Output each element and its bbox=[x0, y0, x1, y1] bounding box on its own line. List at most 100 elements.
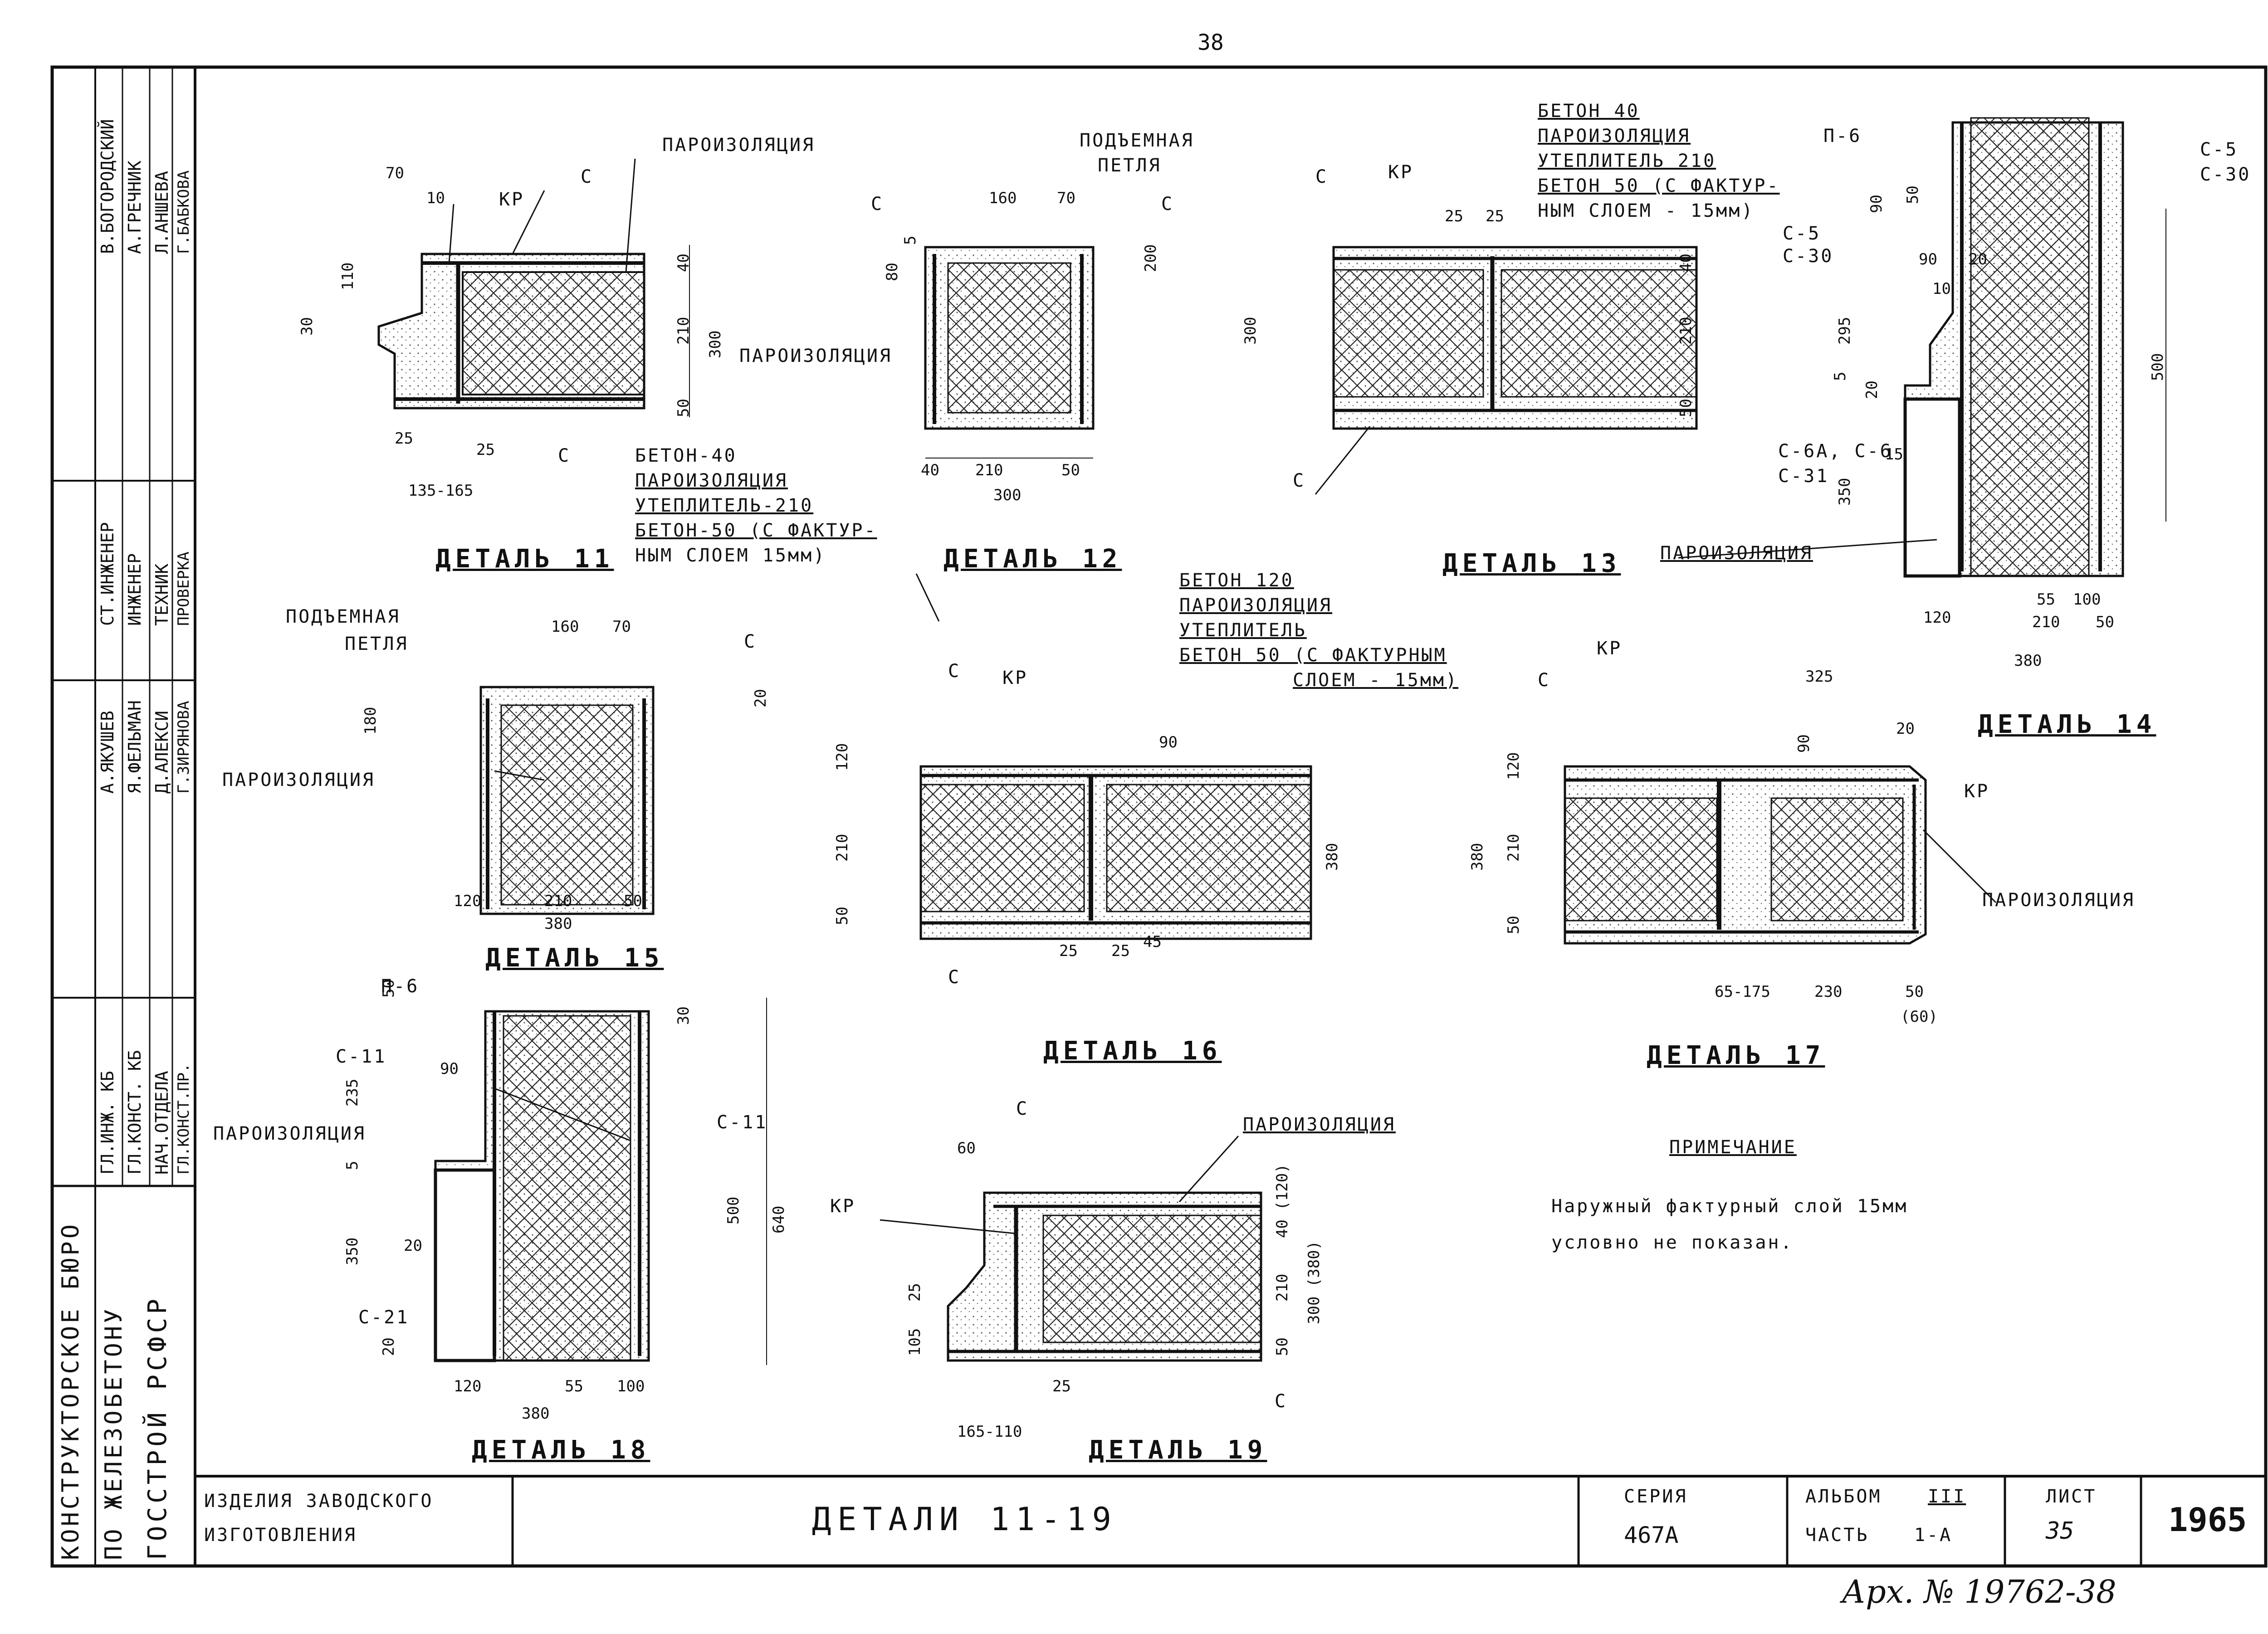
d11-layer-1: БЕТОН-40 bbox=[635, 445, 737, 466]
d13-vapor-label: ПАРОИЗОЛЯЦИЯ bbox=[1660, 543, 1813, 564]
d14-dim: 380 bbox=[2014, 652, 2042, 670]
d15-dim: 160 bbox=[551, 618, 579, 636]
d18-dim: 55 bbox=[565, 1377, 583, 1395]
d16-layer-3: УТЕПЛИТЕЛЬ bbox=[1179, 620, 1307, 641]
d14-label: С-31 bbox=[1778, 466, 1829, 487]
detail-14-title: ДЕТАЛЬ 14 bbox=[1978, 710, 2156, 739]
d17-dim: 380 bbox=[1468, 843, 1486, 871]
detail-16-title: ДЕТАЛЬ 16 bbox=[1043, 1036, 1222, 1066]
series-label: СЕРИЯ bbox=[1624, 1486, 1688, 1507]
d13-dim: 25 bbox=[1445, 207, 1463, 225]
d14-dim: 55 bbox=[2037, 590, 2055, 609]
d18-label: С-11 bbox=[336, 1046, 387, 1067]
d19-dim: 210 bbox=[1273, 1273, 1291, 1302]
d19-dim: 40 (120) bbox=[1273, 1164, 1291, 1238]
d14-label: С-6А, С-6 bbox=[1778, 441, 1893, 462]
d13-kr-label: КР bbox=[1388, 162, 1414, 183]
d11-dim: 25 bbox=[395, 429, 413, 448]
d11-layer-4: БЕТОН-50 (С ФАКТУР- bbox=[635, 520, 877, 541]
d17-dim: 65-175 bbox=[1715, 983, 1770, 1001]
album-label: АЛЬБОМ bbox=[1805, 1486, 1882, 1507]
d18-label: С-11 bbox=[717, 1112, 768, 1133]
d16-layer-4: БЕТОН 50 (С ФАКТУРНЫМ bbox=[1179, 645, 1447, 666]
d16-layer-1: БЕТОН 120 bbox=[1179, 570, 1294, 591]
d15-dim: 180 bbox=[362, 707, 380, 735]
d18-label: П-6 bbox=[381, 976, 420, 997]
d11-layer-3: УТЕПЛИТЕЛЬ-210 bbox=[635, 495, 814, 516]
role-right-2: ИНЖЕНЕР bbox=[125, 553, 145, 626]
d15-dim: 20 bbox=[752, 689, 770, 707]
d19-dim: 60 bbox=[957, 1139, 976, 1157]
d12-dim: 50 bbox=[1061, 461, 1080, 479]
d11-dim: 70 bbox=[386, 164, 404, 182]
d15-dim: 120 bbox=[454, 892, 482, 910]
d15-loop-label-1: ПОДЪЕМНАЯ bbox=[286, 606, 401, 627]
d17-dim: (60) bbox=[1901, 1008, 1938, 1026]
d18-vapor-label: ПАРОИЗОЛЯЦИЯ bbox=[213, 1123, 366, 1144]
d16-dim: 210 bbox=[833, 834, 851, 862]
role-left-3: НАЧ.ОТДЕЛА bbox=[152, 1071, 172, 1175]
role-left-2: ГЛ.КОНСТ. КБ bbox=[125, 1050, 145, 1175]
d13-dim: 25 bbox=[1486, 207, 1504, 225]
detail-14-drawing bbox=[1903, 117, 2166, 578]
d14-label: С-5 bbox=[2200, 139, 2239, 160]
d18-dim: 380 bbox=[522, 1405, 550, 1423]
d13-dim: 40 bbox=[1677, 254, 1695, 272]
sheet-frame bbox=[50, 65, 2268, 1568]
detail-18-title: ДЕТАЛЬ 18 bbox=[472, 1435, 650, 1465]
d12-dim: 210 bbox=[975, 461, 1003, 479]
d11-vapor-label: ПАРОИЗОЛЯЦИЯ bbox=[662, 135, 815, 156]
detail-12-drawing bbox=[924, 246, 1095, 458]
d11-layer-2: ПАРОИЗОЛЯЦИЯ bbox=[635, 470, 788, 491]
detail-19-drawing bbox=[947, 1191, 1262, 1362]
archive-number: Арх. № 19762-38 bbox=[1842, 1573, 2116, 1610]
org-line-1: КОНСТРУКТОРСКОЕ БЮРО bbox=[57, 1221, 84, 1560]
d15-dim: 210 bbox=[544, 892, 572, 910]
d19-s-label-top: С bbox=[1016, 1098, 1029, 1119]
d16-dim: 45 bbox=[1143, 933, 1162, 951]
d13-dim: 210 bbox=[1677, 317, 1695, 345]
d17-s-label: С bbox=[1538, 670, 1551, 691]
d19-dim: 50 bbox=[1273, 1337, 1291, 1356]
d17-dim: 20 bbox=[1896, 720, 1915, 738]
album-value: III bbox=[1928, 1486, 1966, 1507]
d12-dim: 300 bbox=[993, 486, 1022, 504]
detail-15-title: ДЕТАЛЬ 15 bbox=[485, 943, 664, 973]
d18-dim: 120 bbox=[454, 1377, 482, 1395]
series-value: 467А bbox=[1624, 1522, 1679, 1548]
d17-dim: 120 bbox=[1505, 752, 1523, 780]
d16-dim: 380 bbox=[1323, 843, 1341, 871]
role-right-1: СТ.ИНЖЕНЕР bbox=[98, 522, 117, 626]
role-left-4: ГЛ.КОНСТ.ПР. bbox=[175, 1063, 193, 1175]
d13-layer-5: НЫМ СЛОЕМ - 15мм) bbox=[1538, 200, 1755, 221]
d19-dim: 165-110 bbox=[957, 1423, 1022, 1441]
d17-dim: 325 bbox=[1805, 668, 1833, 686]
detail-19-title: ДЕТАЛЬ 19 bbox=[1089, 1435, 1267, 1465]
org-line-3: ГОССТРОЙ РСФСР bbox=[143, 1295, 172, 1560]
d12-dim: 200 bbox=[1142, 244, 1160, 272]
detail-17-title: ДЕТАЛЬ 17 bbox=[1647, 1041, 1825, 1070]
d17-dim: 50 bbox=[1505, 916, 1523, 934]
d16-kr-label: КР bbox=[1002, 668, 1028, 688]
d14-dim: 15 bbox=[1885, 445, 1903, 463]
d17-dim: 50 bbox=[1905, 983, 1924, 1001]
d13-dim: 50 bbox=[1677, 399, 1695, 417]
d11-s-label-bottom: С bbox=[558, 445, 571, 466]
d14-label: С-5 bbox=[1783, 223, 1821, 244]
d12-dim: 70 bbox=[1057, 189, 1075, 207]
d15-loop-label-2: ПЕТЛЯ bbox=[345, 634, 409, 654]
name-right-1: В.БОГОРОДСКИЙ bbox=[98, 119, 117, 254]
d12-vapor-label: ПАРОИЗОЛЯЦИЯ bbox=[739, 346, 892, 366]
d17-dim: 230 bbox=[1814, 983, 1843, 1001]
year: 1965 bbox=[2168, 1501, 2247, 1539]
sheet-value: 35 bbox=[2046, 1517, 2074, 1545]
d12-dim: 80 bbox=[883, 263, 901, 281]
role-right-4: ПРОВЕРКА bbox=[175, 551, 193, 626]
d11-s-label-top: С bbox=[581, 166, 594, 187]
d17-kr-label: КР bbox=[1597, 638, 1623, 659]
d17-kr-label-right: КР bbox=[1964, 781, 1990, 802]
d18-label: С-21 bbox=[358, 1307, 410, 1328]
d16-dim: 25 bbox=[1111, 942, 1130, 960]
d14-dim: 5 bbox=[1831, 371, 1849, 381]
detail-17-drawing bbox=[1564, 765, 1927, 945]
